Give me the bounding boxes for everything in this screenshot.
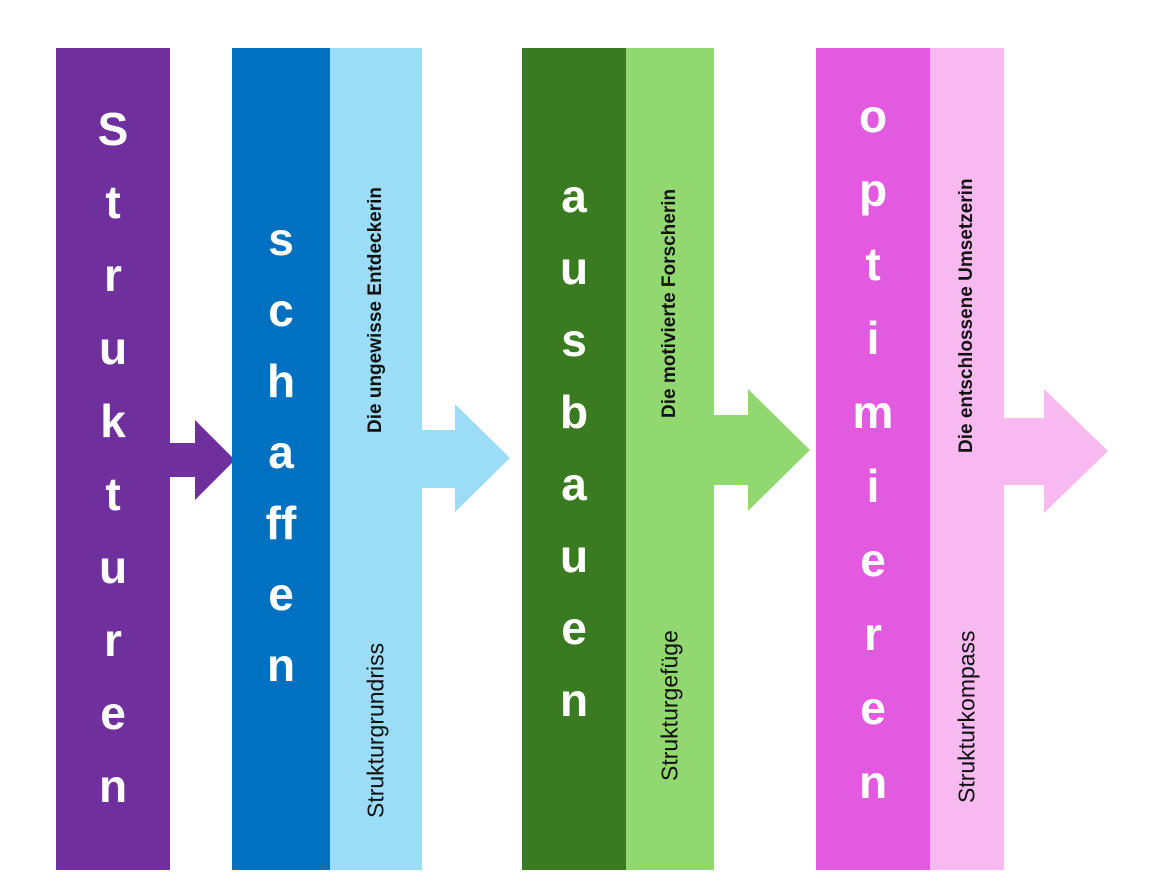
word-ausbauen: a u s b a u e n <box>522 48 626 870</box>
letter: i <box>866 460 880 512</box>
letter: S <box>97 103 129 155</box>
letter: n <box>559 674 589 726</box>
arrow-light-green <box>708 389 810 511</box>
word-optimieren: o p t i m i e r e n <box>816 48 930 870</box>
letter: t <box>865 238 881 290</box>
persona-label: Die ungewisse Entdeckerin <box>365 186 386 433</box>
word-schaffen: s c h a ff e n <box>232 48 330 870</box>
letter: s <box>268 213 294 265</box>
letter: c <box>268 284 294 336</box>
letter: e <box>561 602 587 654</box>
letter: a <box>268 426 294 478</box>
letter: ff <box>265 497 297 549</box>
letter: u <box>559 530 589 582</box>
letter: m <box>852 386 894 438</box>
letter: s <box>561 314 587 366</box>
letter: b <box>559 386 589 438</box>
column-ausbauen: a u s b a u e n <box>522 48 626 870</box>
letter: i <box>866 312 880 364</box>
column-optimieren-details: Die entschlossene Umsetzerin Strukturkom… <box>930 48 1004 870</box>
letter: r <box>104 614 122 666</box>
letter: r <box>104 249 122 301</box>
letter: u <box>98 541 128 593</box>
letter: u <box>98 322 128 374</box>
column-schaffen-details: Die ungewisse Entdeckerin Strukturgrundr… <box>330 48 422 870</box>
tool-label: Strukturkompass <box>953 630 980 803</box>
letter: o <box>858 90 888 142</box>
tool-label: Strukturgrundriss <box>362 642 389 818</box>
letter: a <box>561 458 587 510</box>
letter: a <box>561 170 587 222</box>
letter: u <box>559 242 589 294</box>
column-schaffen: s c h a ff e n <box>232 48 330 870</box>
letter: n <box>858 756 888 808</box>
letter: h <box>266 355 296 407</box>
arrow-purple <box>160 420 235 500</box>
letter: t <box>105 468 121 520</box>
column-strukturen: S t r u k t u r e n <box>56 48 170 870</box>
letter: e <box>268 568 294 620</box>
letter: n <box>266 639 296 691</box>
column-ausbauen-details: Die motivierte Forscherin Strukturgefüge <box>626 48 714 870</box>
letter: n <box>98 760 128 812</box>
persona-label: Die entschlossene Umsetzerin <box>956 178 977 453</box>
letter: e <box>860 682 886 734</box>
letter: r <box>864 608 882 660</box>
column-optimieren: o p t i m i e r e n <box>816 48 930 870</box>
persona-label: Die motivierte Forscherin <box>659 188 680 418</box>
arrow-light-blue <box>415 404 510 512</box>
arrow-light-pink <box>1000 389 1108 513</box>
word-strukturen: S t r u k t u r e n <box>56 48 170 870</box>
letter: k <box>100 395 126 447</box>
letter: e <box>100 687 126 739</box>
letter: t <box>105 176 121 228</box>
letter: p <box>858 164 888 216</box>
tool-label: Strukturgefüge <box>656 630 683 781</box>
letter: e <box>860 534 886 586</box>
